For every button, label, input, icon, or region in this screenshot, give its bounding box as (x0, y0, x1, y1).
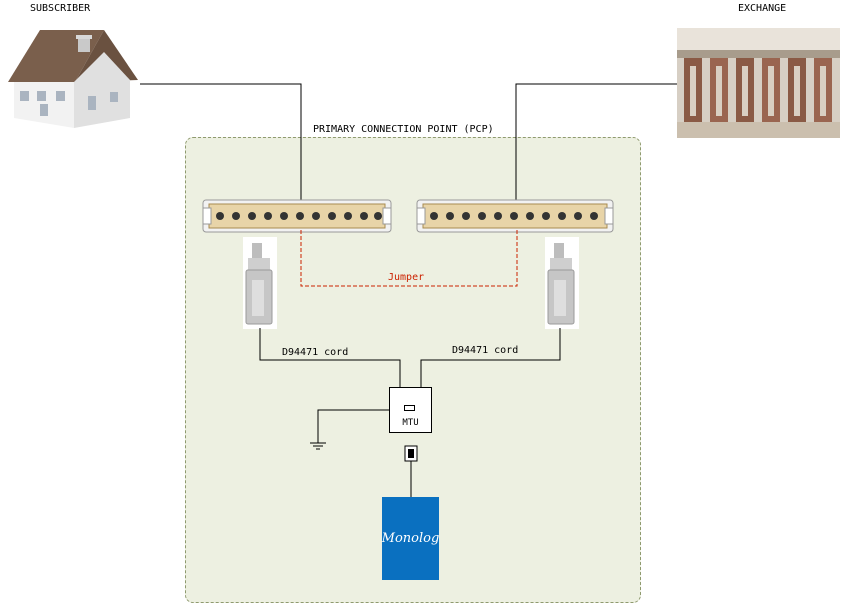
rj-jack-icon (404, 445, 418, 462)
jumper-label: Jumper (388, 272, 425, 283)
subscriber-line (140, 83, 302, 205)
exchange-line (515, 83, 677, 205)
house-icon (8, 30, 138, 128)
mtu-box: MTU (389, 387, 432, 433)
terminal-block-icon (416, 199, 614, 233)
test-plug-icon (243, 237, 277, 329)
cord-right (420, 328, 561, 388)
pcp-title: PRIMARY CONNECTION POINT (PCP) (313, 124, 494, 135)
cord-left (259, 328, 401, 388)
cord-right-label: D94471 cord (452, 345, 519, 356)
monolog-label: Monolog (381, 531, 440, 546)
jumper-wire (300, 230, 518, 287)
subscriber-label: SUBSCRIBER (30, 3, 91, 14)
test-plug-icon (545, 237, 579, 329)
ground-icon (310, 442, 326, 450)
cord-left-label: D94471 cord (282, 347, 349, 358)
exchange-equipment-icon (677, 28, 840, 138)
monolog-device: Monolog (382, 497, 439, 580)
mtu-label: MTU (402, 418, 419, 428)
mtu-slot (404, 405, 415, 411)
exchange-label: EXCHANGE (738, 3, 787, 14)
ground-wire (317, 409, 389, 443)
terminal-block-icon (202, 199, 392, 233)
